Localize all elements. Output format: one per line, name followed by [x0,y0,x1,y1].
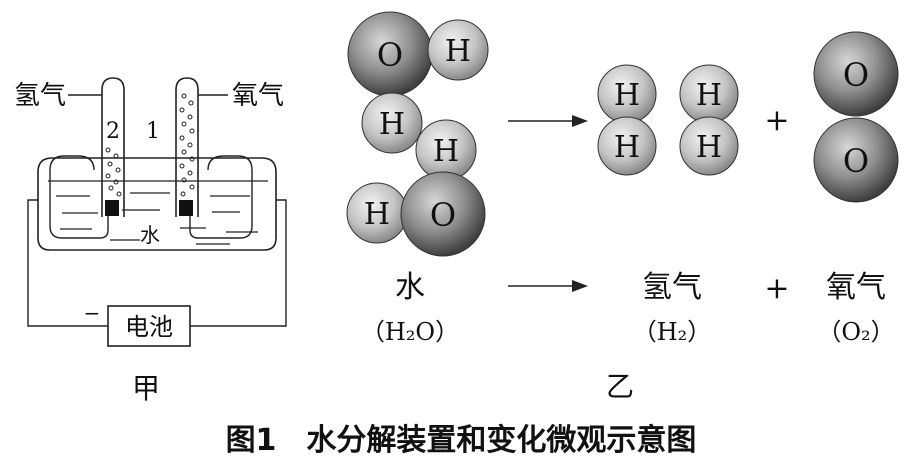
hydrogen-atom [427,19,489,81]
bubbles-left [105,147,122,197]
wire-left-u [49,155,109,239]
hydrogen-atom [597,116,657,176]
water-molecule-1: O H H [347,11,489,154]
label-oxygen: 氧气 [232,81,284,111]
figure-caption: 图1 水分解装置和变化微观示意图 [226,423,697,458]
hydrogen-molecule-1: H H [597,64,657,176]
panel-label-jia: 甲 [132,372,160,405]
tube-left [101,77,125,217]
hydrogen-symbol: H [614,130,640,165]
oxygen-atom [813,31,899,117]
hydrogen-atom [361,92,423,154]
oxygen-symbol: O [843,56,869,94]
battery-label: 电池 [125,313,173,341]
hydrogen-symbol: H [364,197,390,232]
arrow-top [508,115,588,127]
formula-oxygen: （O₂） [817,318,894,346]
tube-number-1: 1 [146,119,160,144]
hydrogen-atom [679,116,739,176]
oxygen-symbol: O [843,142,869,180]
tube-right [175,77,199,217]
oxygen-symbol: O [430,196,456,234]
wire-left-lead [27,199,108,327]
hydrogen-symbol: H [445,34,471,69]
formula-water: （H₂O） [361,318,459,346]
bubbles-right [179,93,195,197]
wire-right-u [189,155,253,239]
oxygen-symbol: O [377,36,403,74]
label-water-in-trough: 水 [140,223,160,247]
battery [107,305,191,347]
formula-hydrogen: （H₂） [633,318,712,346]
oxygen-molecule: O O [813,31,899,203]
panel-label-yi: 乙 [606,370,634,403]
oxygen-atom [813,117,899,203]
apparatus: 电池 − 氢气 氧气 2 1 水 甲 [14,77,287,405]
oxygen-atom [400,171,486,257]
hydrogen-symbol: H [696,130,722,165]
hydrogen-symbol: H [696,78,722,113]
hydrogen-molecule-2: H H [679,64,739,176]
plus-sign-top: + [764,103,789,138]
plus-sign-bottom: + [764,271,789,306]
label-hydrogen: 氢气 [14,81,66,111]
tube-number-2: 2 [106,119,120,144]
arrow-bottom [508,280,588,292]
hydrogen-symbol: H [379,107,405,142]
water-lines [48,180,268,245]
hydrogen-symbol: H [433,134,459,169]
word-hydrogen: 氢气 [642,270,702,305]
hydrogen-symbol: H [614,78,640,113]
word-water: 水 [395,270,425,305]
water-molecule-2: H H O [346,119,486,257]
wire-right-lead [190,199,287,327]
battery-minus-sign: − [84,301,101,325]
electrode-right [179,200,193,216]
word-oxygen: 氧气 [826,270,886,305]
electrode-left [105,200,119,216]
micro-view: O H H H H O H H [346,11,899,403]
